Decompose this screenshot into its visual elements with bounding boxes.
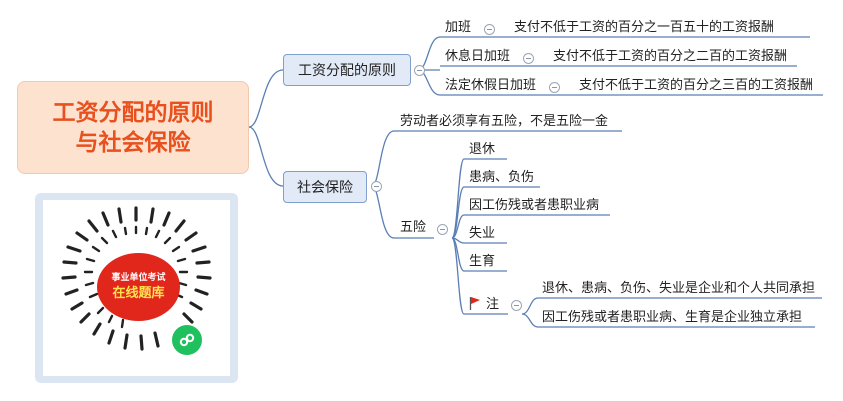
topic-social-insurance[interactable]: 社会保险 xyxy=(283,171,367,203)
qr-code-pattern xyxy=(61,206,212,351)
collapse-icon[interactable] xyxy=(549,82,560,93)
insurance-statement[interactable]: 劳动者必须享有五险，不是五险一金 xyxy=(400,114,609,129)
collapse-icon[interactable] xyxy=(511,300,522,311)
collapse-icon[interactable] xyxy=(414,65,425,76)
five-item-work-injury[interactable]: 因工伤残或者患职业病 xyxy=(469,198,600,213)
principle-rest-day[interactable]: 休息日加班 xyxy=(445,49,511,64)
mini-program-icon xyxy=(172,325,202,355)
qr-badge-line2: 在线题库 xyxy=(112,285,165,301)
root-topic-line1: 工资分配的原则 xyxy=(52,99,214,126)
qr-center-badge: 事业单位考试 在线题库 xyxy=(97,253,180,321)
flag-icon xyxy=(469,297,480,310)
collapse-icon[interactable] xyxy=(437,224,448,235)
principle-overtime[interactable]: 加班 xyxy=(445,20,472,35)
collapse-icon[interactable] xyxy=(523,53,534,64)
principle-rest-day-detail[interactable]: 支付不低于工资的百分之二百的工资报酬 xyxy=(553,49,788,64)
root-topic-line2: 与社会保险 xyxy=(75,129,191,156)
collapse-icon[interactable] xyxy=(371,181,382,192)
qr-badge-line1: 事业单位考试 xyxy=(111,272,166,283)
principle-holiday[interactable]: 法定休假日加班 xyxy=(445,78,537,93)
root-topic[interactable]: 工资分配的原则 与社会保险 xyxy=(17,81,249,174)
topic-social-insurance-label: 社会保险 xyxy=(297,180,353,196)
five-item-retirement[interactable]: 退休 xyxy=(469,142,496,157)
note-shared-burden[interactable]: 退休、患病、负伤、失业是企业和个人共同承担 xyxy=(542,281,816,296)
topic-wage-principles-label: 工资分配的原则 xyxy=(298,63,396,79)
five-item-maternity[interactable]: 生育 xyxy=(469,254,496,269)
topic-note[interactable]: 注 xyxy=(486,297,500,312)
note-employer-burden[interactable]: 因工伤残或者患职业病、生育是企业独立承担 xyxy=(542,310,803,325)
principle-holiday-detail[interactable]: 支付不低于工资的百分之三百的工资报酬 xyxy=(579,78,814,93)
principle-overtime-detail[interactable]: 支付不低于工资的百分之一百五十的工资报酬 xyxy=(514,20,775,35)
five-item-unemployment[interactable]: 失业 xyxy=(469,226,496,241)
topic-five-insurances[interactable]: 五险 xyxy=(400,220,427,235)
five-item-illness-injury[interactable]: 患病、负伤 xyxy=(469,170,535,185)
collapse-icon[interactable] xyxy=(484,24,495,35)
topic-wage-principles[interactable]: 工资分配的原则 xyxy=(283,54,411,86)
